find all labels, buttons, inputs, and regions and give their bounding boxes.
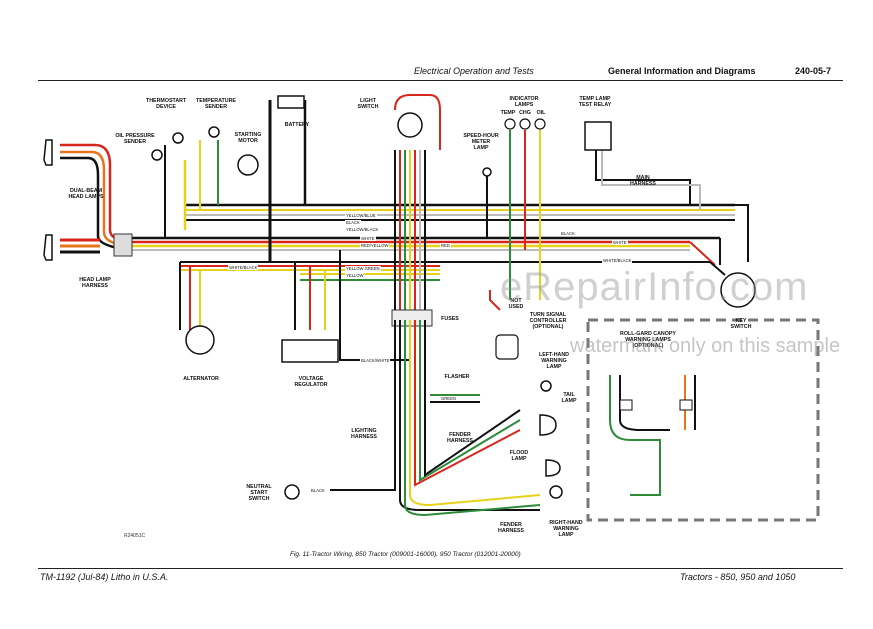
wire-label-white: WHITE: [360, 236, 376, 241]
label-speed-hour: SPEED-HOUR METER LAMP: [463, 133, 499, 151]
label-flasher: FLASHER: [444, 374, 470, 380]
figure-caption: Fig. 11-Tractor Wiring, 850 Tractor (009…: [290, 551, 521, 558]
label-light-switch: LIGHT SWITCH: [357, 98, 379, 110]
label-neutral-start: NEUTRAL START SWITCH: [246, 484, 272, 502]
indicator-chg-lamp: [519, 118, 531, 130]
key-switch-body: [720, 272, 756, 308]
starting-motor-body: [237, 154, 259, 176]
label-temp-sender: TEMPERATURE SENDER: [196, 98, 236, 110]
wire-label-yellow-green: YELLOW GREEN: [345, 266, 381, 271]
thermostart-device-body: [172, 132, 184, 144]
label-turn-signal: TURN SIGNAL CONTROLLER (OPTIONAL): [529, 312, 567, 330]
oil-sender-body: [151, 149, 163, 161]
flood-lamp-body: [545, 459, 561, 477]
wire-label-white-black-2: WHITE/BLACK: [602, 258, 633, 263]
main-harness-bundle: [130, 203, 735, 251]
wire-label-red-yellow: RED/YELLOW: [360, 243, 390, 248]
roll-gard-dashed-box: [586, 318, 820, 522]
temp-lamp-relay-body: [584, 121, 612, 151]
label-right-warning: RIGHT-HAND WARNING LAMP: [549, 520, 583, 538]
wire-label-white-black: WHITE/BLACK: [228, 265, 259, 270]
page-code: 240-05-7: [795, 66, 832, 76]
label-thermostart: THERMOSTART DEVICE: [146, 98, 187, 110]
header-rule: [38, 80, 843, 81]
headlamp-harness: [60, 143, 133, 257]
label-dual-beam: DUAL-BEAM HEAD LAMPS: [68, 188, 104, 200]
label-key-switch: KEY SWITCH: [730, 318, 752, 330]
label-temp: TEMP: [500, 110, 516, 116]
watermark-sub: watermark only on this sample: [570, 335, 841, 357]
label-head-lamp-harness: HEAD LAMP HARNESS: [79, 277, 111, 289]
roll-gard-lamp-right: [679, 399, 693, 411]
wire-label-green: GREEN: [440, 396, 457, 401]
left-warning-lamp-body: [540, 380, 552, 392]
label-voltage-regulator: VOLTAGE REGULATOR: [294, 376, 328, 388]
footer-models: Tractors - 850, 950 and 1050: [680, 572, 796, 582]
wire-label-yellow-black: YELLOW/BLACK: [345, 227, 380, 232]
wire-label-black-2: BLACK: [560, 231, 576, 236]
wire-label-yellow-blue: YELLOW/BLUE: [345, 213, 377, 218]
label-not-used: NOT USED: [508, 298, 524, 310]
label-left-warning: LEFT-HAND WARNING LAMP: [538, 352, 569, 370]
indicator-oil-lamp: [534, 118, 546, 130]
key-switch-wires: [689, 204, 749, 276]
dual-beam-head-lamps: [43, 139, 53, 261]
alternator-body: [185, 325, 215, 355]
label-oil: OIL: [536, 110, 546, 116]
wire-label-yellow: YELLOW: [345, 273, 365, 278]
fuse-block: [391, 309, 433, 327]
figure-code: R24051C: [124, 533, 146, 539]
label-lighting-harness: LIGHTING HARNESS: [351, 428, 377, 440]
lighting-harness: [330, 250, 541, 517]
label-fender-harness-2: FENDER HARNESS: [498, 522, 524, 534]
relay-wire-black: [595, 150, 691, 205]
footer-rule: [38, 568, 843, 569]
speed-hour-lamp-body: [482, 167, 492, 177]
temp-sender-body: [208, 126, 220, 138]
right-warning-lamp-body: [549, 485, 563, 499]
battery-body: [277, 95, 305, 109]
turn-signal-body: [495, 334, 519, 360]
light-switch-bundle: [394, 94, 441, 320]
roll-gard-lamp-left: [619, 399, 633, 411]
label-tail-lamp: TAIL LAMP: [561, 392, 577, 404]
label-starting-motor: STARTING MOTOR: [234, 132, 262, 144]
label-alternator: ALTERNATOR: [183, 376, 219, 382]
label-main-harness: MAIN HARNESS: [630, 175, 656, 187]
watermark-main: eRepairInfo.com: [500, 265, 809, 309]
not-used-wire: [489, 290, 501, 311]
label-chg: CHG: [519, 110, 531, 116]
voltage-regulator-body: [281, 339, 339, 363]
label-flood-lamp: FLOOD LAMP: [509, 450, 529, 462]
label-fuses: FUSES: [441, 316, 459, 322]
chapter-title: General Information and Diagrams: [608, 66, 756, 76]
relay-wire-white: [601, 150, 701, 210]
footer-doc-ref: TM-1192 (Jul-84) Litho in U.S.A.: [40, 572, 169, 582]
label-indicator-lamps: INDICATOR LAMPS: [509, 96, 539, 108]
label-temp-lamp-relay: TEMP LAMP TEST RELAY: [578, 96, 612, 108]
light-switch-body: [397, 112, 423, 138]
wire-label-red: RED: [440, 243, 451, 248]
roll-gard-wires: [609, 375, 696, 496]
wire-label-white-2: WHITE: [612, 240, 628, 245]
label-battery: BATTERY: [284, 122, 310, 128]
label-oil-sender: OIL PRESSURE SENDER: [115, 133, 155, 145]
neutral-start-switch-body: [284, 484, 300, 500]
section-title: Electrical Operation and Tests: [414, 66, 534, 76]
wire-label-black-white: BLACK/WHITE: [360, 358, 391, 363]
wire-label-black-3: BLACK: [310, 488, 326, 493]
label-fender-harness: FENDER HARNESS: [447, 432, 473, 444]
indicator-temp-lamp: [504, 118, 516, 130]
wire-label-black: BLACK: [345, 220, 361, 225]
tail-lamp-body: [539, 414, 557, 436]
label-roll-guard: ROLL-GARD CANOPY WARNING LAMPS (OPTIONAL…: [620, 331, 676, 349]
